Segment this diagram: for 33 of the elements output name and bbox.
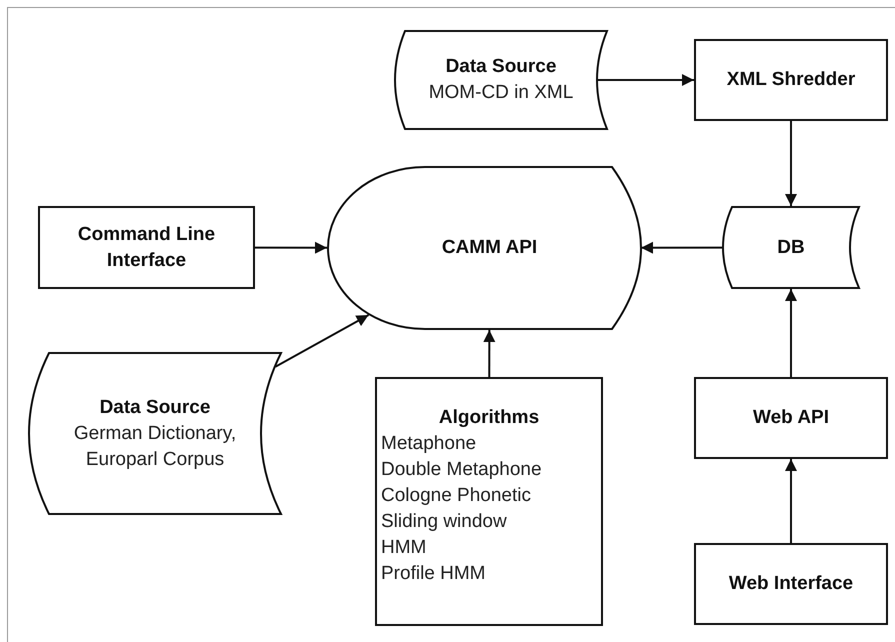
stored-data-shape <box>394 30 608 130</box>
arrow <box>255 242 327 254</box>
node-heading: Data Source <box>446 55 556 79</box>
node-label: Web API <box>752 406 829 430</box>
arrow <box>483 330 496 377</box>
node-label: Command Line Interface <box>76 222 216 272</box>
list-item: Sliding window <box>381 510 507 534</box>
list-item: Profile HMM <box>381 562 486 586</box>
node-text: MOM-CD in XML <box>428 81 574 105</box>
arrow <box>598 74 694 86</box>
process-box <box>375 377 603 626</box>
process-box <box>694 543 888 625</box>
arrow <box>785 289 797 377</box>
list-item: Metaphone <box>381 432 476 456</box>
process-box <box>694 377 888 459</box>
node-label: XML Shredder <box>726 68 856 92</box>
node-heading: Data Source <box>100 396 210 420</box>
list-item: Double Metaphone <box>381 458 542 482</box>
list-item: Cologne Phonetic <box>381 484 531 508</box>
node-label: CAMM API <box>442 236 538 260</box>
arrow <box>274 314 370 368</box>
stored-data-shape <box>28 352 282 515</box>
arrow <box>641 242 722 254</box>
stored-data-shape <box>722 206 860 289</box>
node-heading: Algorithms <box>438 406 540 430</box>
arrow <box>785 459 797 543</box>
list-item: HMM <box>381 536 426 560</box>
process-box <box>694 39 888 121</box>
node-label: Web Interface <box>728 572 854 596</box>
node-text: German Dictionary, Europarl Corpus <box>72 422 238 472</box>
process-box <box>38 206 255 289</box>
arrow <box>785 121 797 206</box>
node-label: DB <box>777 236 805 260</box>
